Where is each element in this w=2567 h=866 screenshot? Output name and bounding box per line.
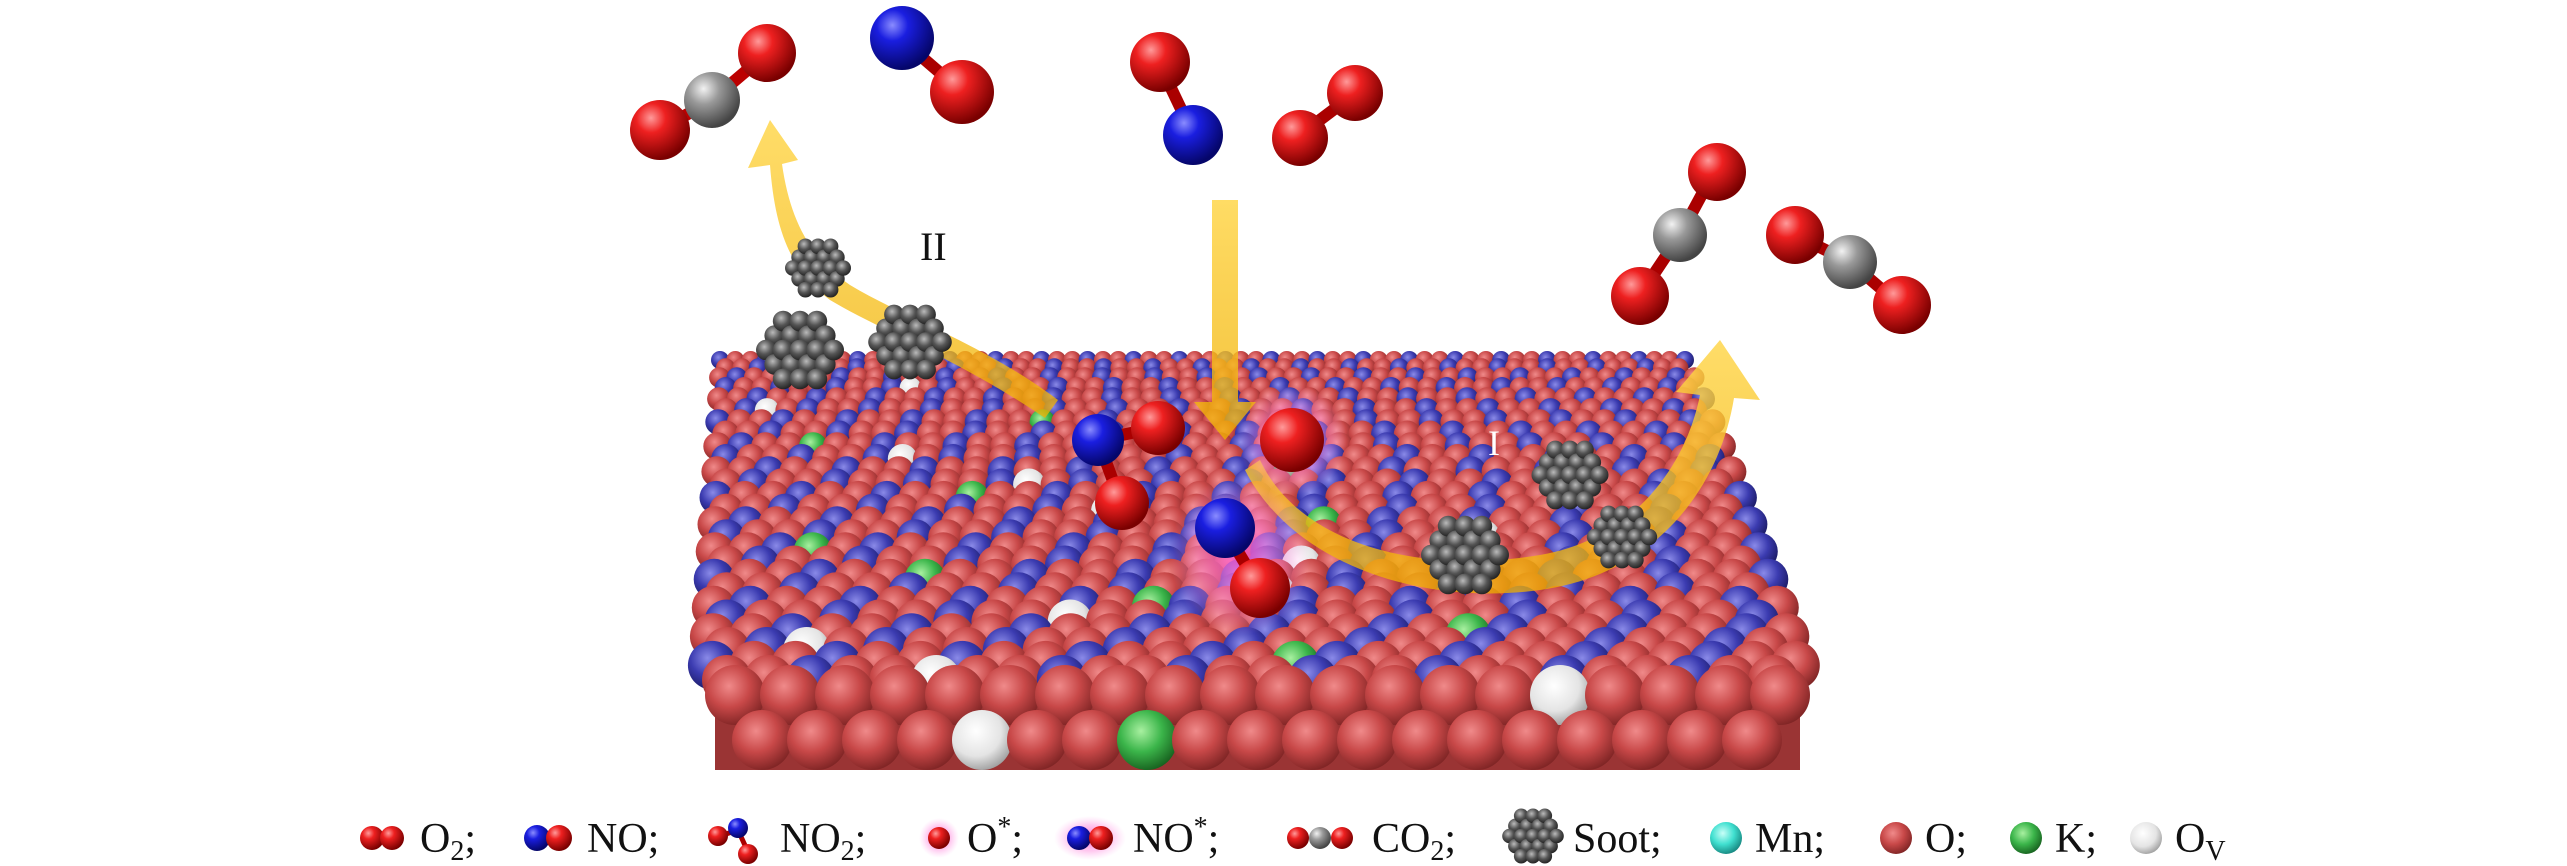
legend-label: Mn; [1755, 816, 1825, 862]
legend-item-o2: O2; [360, 816, 476, 866]
legend-item-mn: Mn; [1710, 816, 1825, 862]
mn-atom-icon [1710, 822, 1742, 854]
active-oxygen-icon [919, 818, 959, 858]
legend-item-k: K; [2010, 816, 2097, 862]
legend-label: NO; [587, 816, 659, 862]
no-molecule [870, 6, 994, 124]
legend-item-soot: Soot; [1502, 808, 1662, 864]
active-no-icon [1054, 816, 1126, 860]
o2-molecule-icon [360, 826, 404, 850]
legend-item-ov: OV [2130, 816, 2226, 866]
pathway-one-label: I [1488, 423, 1500, 463]
legend: O2; NO; NO2; O*; NO*; CO2; Soot; Mn; O; K; OV [360, 808, 2226, 866]
soot-particle [1531, 440, 1609, 510]
legend-label: NO*; [1133, 812, 1219, 862]
co2-molecule-icon [1287, 827, 1353, 849]
soot-particle [756, 310, 844, 390]
soot-particle [868, 304, 952, 380]
legend-label: K; [2055, 816, 2097, 862]
legend-label: O*; [967, 812, 1023, 862]
soot-particle [1586, 505, 1658, 569]
gas-phase-molecules [630, 6, 1931, 334]
pathway-two-label: II [920, 224, 947, 269]
co2-molecule [1766, 206, 1931, 334]
active-no-species [1170, 475, 1310, 635]
legend-label: CO2; [1372, 816, 1456, 866]
legend-item-no2: NO2; [708, 816, 866, 866]
no2-molecule-icon [708, 818, 758, 864]
adsorbed-no2-molecule [1072, 401, 1185, 530]
legend-label: NO2; [780, 816, 866, 866]
no-molecule [1130, 32, 1223, 165]
legend-item-co2: CO2; [1287, 816, 1456, 866]
k-atom-icon [2010, 822, 2042, 854]
co2-molecule [1611, 143, 1746, 325]
o2-molecule [1272, 65, 1383, 166]
soot-particle [785, 238, 851, 298]
legend-label: OV [2175, 816, 2226, 866]
soot-particle [1502, 808, 1564, 864]
legend-item-no_ads: NO*; [1054, 812, 1219, 862]
legend-item-no: NO; [524, 816, 659, 862]
active-oxygen-species [1237, 385, 1347, 495]
adsorbed-species [1072, 385, 1347, 635]
soot-particle-icon [1502, 808, 1564, 864]
soot-particles [756, 238, 1658, 595]
legend-label: O2; [420, 816, 476, 866]
no-molecule-icon [524, 825, 572, 851]
legend-label: O; [1925, 816, 1967, 862]
o-atom-icon [1880, 822, 1912, 854]
incoming-gas-arrow [1194, 200, 1256, 440]
oxygen-vacancy-icon [2130, 822, 2162, 854]
legend-item-o_ads: O*; [919, 812, 1023, 862]
legend-label: Soot; [1573, 816, 1662, 862]
legend-item-o: O; [1880, 816, 1967, 862]
soot-particle [1421, 515, 1509, 595]
co2-molecule [630, 24, 796, 160]
